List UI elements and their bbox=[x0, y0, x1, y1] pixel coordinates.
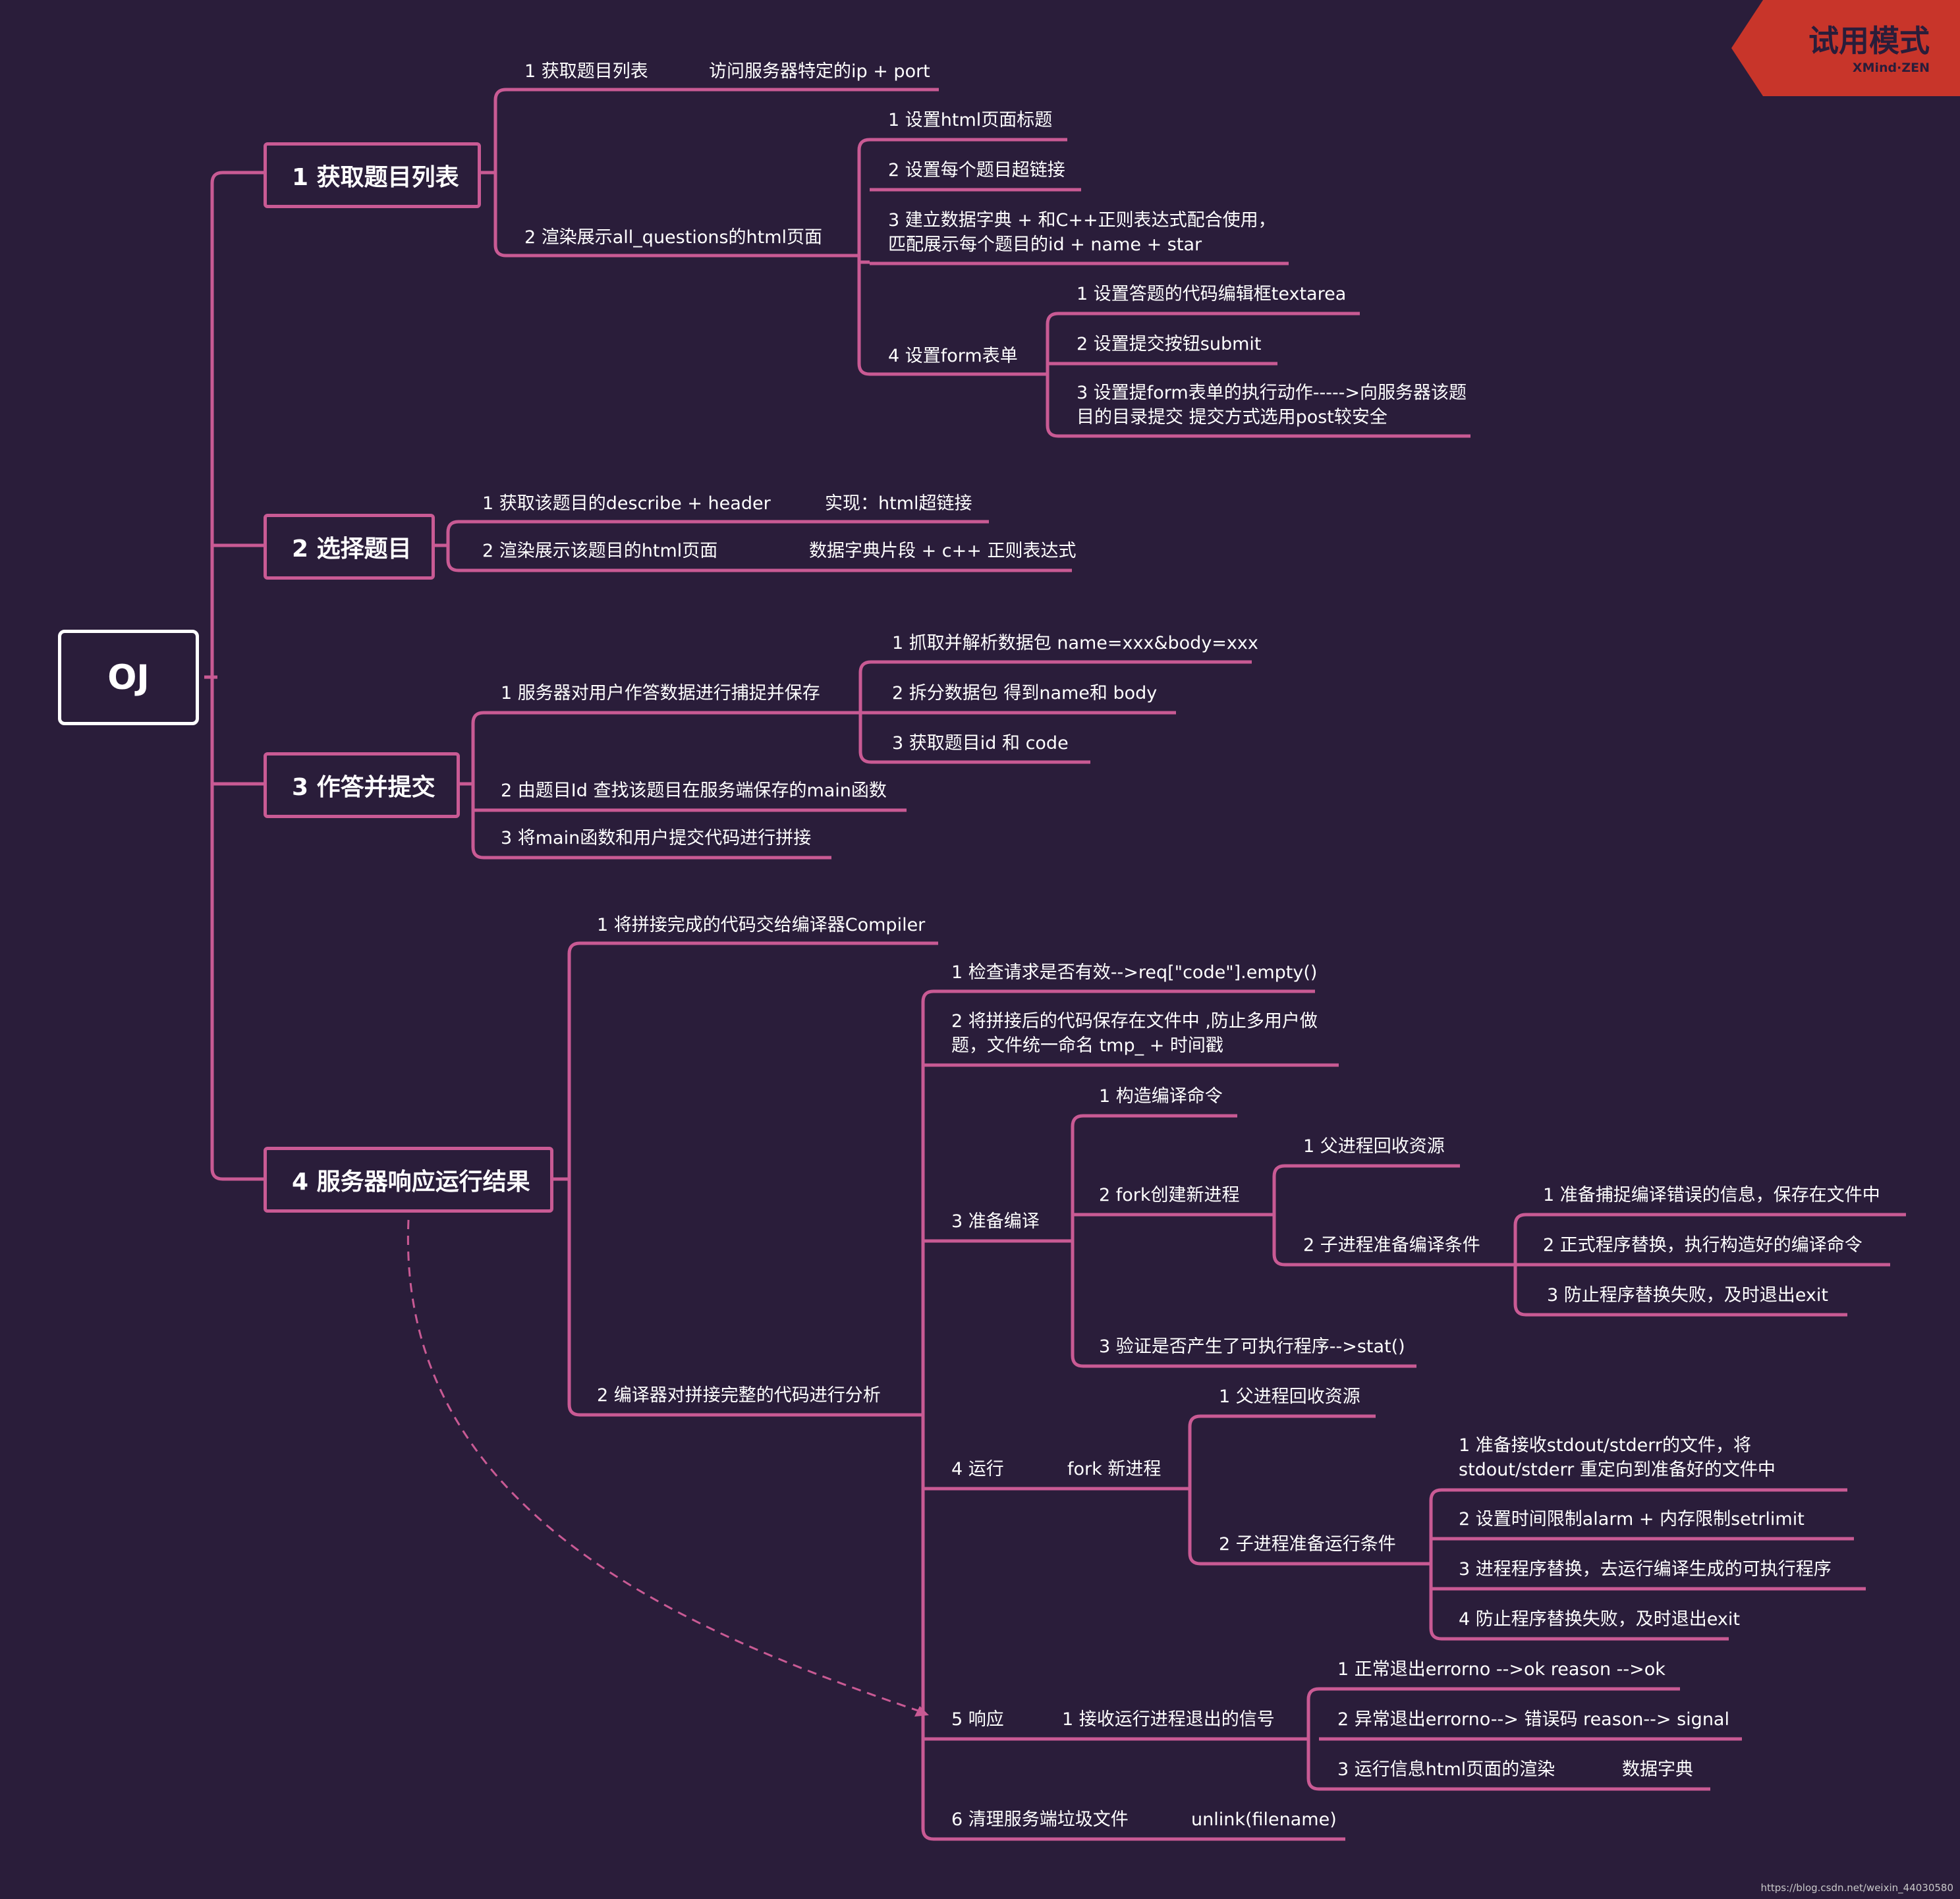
node-b3-c1[interactable]: 1 服务器对用户作答数据进行捕捉并保存 bbox=[501, 683, 820, 703]
node-b1-c2-4-1[interactable]: 1 设置答题的代码编辑框textarea bbox=[1077, 284, 1347, 304]
node-b4-s4-2-1[interactable]: 1 准备接收stdout/stderr的文件，将stdout/stderr 重定… bbox=[1459, 1435, 1776, 1480]
node-b4-s6-note: unlink(filename) bbox=[1191, 1809, 1337, 1830]
node-b4-s5-2[interactable]: 2 异常退出errorno--> 错误码 reason--> signal bbox=[1337, 1709, 1729, 1730]
node-b2-c2-note: 数据字典片段 + c++ 正则表达式 bbox=[809, 541, 1077, 561]
node-b1-c2-1[interactable]: 1 设置html页面标题 bbox=[888, 110, 1053, 130]
node-b4-s5-1[interactable]: 1 正常退出errorno -->ok reason -->ok bbox=[1337, 1659, 1666, 1680]
root-node[interactable]: OJ bbox=[58, 630, 199, 725]
node-b1-c2-4-2[interactable]: 2 设置提交按钮submit bbox=[1077, 334, 1262, 354]
node-b4-s3-2-2-1[interactable]: 1 准备捕捉编译错误的信息，保存在文件中 bbox=[1543, 1185, 1880, 1205]
node-b1-c2-2[interactable]: 2 设置每个题目超链接 bbox=[888, 160, 1065, 180]
node-b4-s6[interactable]: 6 清理服务端垃圾文件 bbox=[951, 1809, 1129, 1830]
node-b4-s3-2-1[interactable]: 1 父进程回收资源 bbox=[1303, 1136, 1445, 1157]
node-b4-s3-3[interactable]: 3 验证是否产生了可执行程序-->stat() bbox=[1099, 1336, 1405, 1357]
node-b4-s4-1[interactable]: 1 父进程回收资源 bbox=[1219, 1387, 1360, 1407]
topic-label: 2 选择题目 bbox=[292, 536, 412, 563]
trial-mode-badge: 试用模式 XMind·ZEN bbox=[1731, 0, 1960, 96]
xmind-zen-label: XMind·ZEN bbox=[1852, 61, 1930, 75]
root-label: OJ bbox=[107, 657, 150, 698]
node-b4-s3-2-2-2[interactable]: 2 正式程序替换，执行构造好的编译命令 bbox=[1543, 1235, 1862, 1255]
topic-get-question-list[interactable]: 1 获取题目列表 bbox=[264, 142, 481, 208]
topic-label: 3 作答并提交 bbox=[292, 774, 435, 801]
node-b3-c1-2[interactable]: 2 拆分数据包 得到name和 body bbox=[892, 683, 1158, 703]
node-b4-s4-2-4[interactable]: 4 防止程序替换失败，及时退出exit bbox=[1459, 1609, 1740, 1630]
node-b4-s5-3-note: 数据字典 bbox=[1622, 1759, 1693, 1780]
node-b4-s3-1[interactable]: 1 构造编译命令 bbox=[1099, 1086, 1223, 1107]
topic-answer-submit[interactable]: 3 作答并提交 bbox=[264, 752, 460, 818]
topic-label: 1 获取题目列表 bbox=[292, 164, 459, 191]
node-b2-c1-note: 实现：html超链接 bbox=[825, 493, 972, 514]
node-b1-c1[interactable]: 1 获取题目列表 bbox=[524, 61, 648, 82]
node-b4-s1[interactable]: 1 检查请求是否有效-->req["code"].empty() bbox=[951, 962, 1318, 983]
node-b1-c2-4[interactable]: 4 设置form表单 bbox=[888, 346, 1018, 366]
topic-label: 4 服务器响应运行结果 bbox=[292, 1169, 530, 1196]
node-b4-s3-2-2-3[interactable]: 3 防止程序替换失败，及时退出exit bbox=[1547, 1285, 1828, 1306]
node-b1-c2-3[interactable]: 3 建立数据字典 + 和C++正则表达式配合使用，匹配展示每个题目的id + n… bbox=[888, 210, 1276, 255]
node-b4-s5-note: 1 接收运行进程退出的信号 bbox=[1062, 1709, 1275, 1730]
node-b1-c2-4-3[interactable]: 3 设置提form表单的执行动作----->向服务器该题目的目录提交 提交方式选… bbox=[1077, 383, 1467, 427]
trial-mode-title: 试用模式 bbox=[1808, 23, 1930, 59]
node-b4-s4[interactable]: 4 运行 bbox=[951, 1459, 1004, 1479]
node-b3-c1-1[interactable]: 1 抓取并解析数据包 name=xxx&body=xxx bbox=[892, 633, 1258, 653]
node-b4-s3-2-2[interactable]: 2 子进程准备编译条件 bbox=[1303, 1235, 1480, 1255]
node-b4-s4-note: fork 新进程 bbox=[1067, 1459, 1162, 1479]
node-b3-c3[interactable]: 3 将main函数和用户提交代码进行拼接 bbox=[501, 828, 812, 848]
node-b4-s3-2[interactable]: 2 fork创建新进程 bbox=[1099, 1185, 1240, 1205]
node-b4-s4-2-3[interactable]: 3 进程程序替换，去运行编译生成的可执行程序 bbox=[1459, 1559, 1832, 1580]
node-b4-c2[interactable]: 2 编译器对拼接完整的代码进行分析 bbox=[597, 1385, 881, 1406]
node-b4-s3[interactable]: 3 准备编译 bbox=[951, 1211, 1040, 1232]
node-b4-s4-2-2[interactable]: 2 设置时间限制alarm + 内存限制setrlimit bbox=[1459, 1509, 1805, 1529]
node-b4-s2[interactable]: 2 将拼接后的代码保存在文件中 ,防止多用户做题，文件统一命名 tmp_ + 时… bbox=[951, 1011, 1318, 1056]
node-b3-c1-3[interactable]: 3 获取题目id 和 code bbox=[892, 733, 1069, 754]
topic-server-response[interactable]: 4 服务器响应运行结果 bbox=[264, 1147, 553, 1213]
node-b4-s5-3[interactable]: 3 运行信息html页面的渲染 bbox=[1337, 1759, 1555, 1780]
node-b2-c1[interactable]: 1 获取该题目的describe + header bbox=[482, 493, 771, 514]
source-watermark: https://blog.csdn.net/weixin_44030580 bbox=[1760, 1882, 1953, 1894]
node-b4-s5[interactable]: 5 响应 bbox=[951, 1709, 1004, 1730]
node-b3-c2[interactable]: 2 由题目Id 查找该题目在服务端保存的main函数 bbox=[501, 781, 887, 801]
topic-select-question[interactable]: 2 选择题目 bbox=[264, 514, 435, 580]
node-b4-c1[interactable]: 1 将拼接完成的代码交给编译器Compiler bbox=[597, 915, 926, 935]
node-b1-c1-note: 访问服务器特定的ip + port bbox=[709, 61, 930, 82]
node-b1-c2[interactable]: 2 渲染展示all_questions的html页面 bbox=[524, 227, 823, 248]
node-b4-s4-2[interactable]: 2 子进程准备运行条件 bbox=[1219, 1534, 1396, 1555]
node-b2-c2[interactable]: 2 渲染展示该题目的html页面 bbox=[482, 541, 718, 561]
